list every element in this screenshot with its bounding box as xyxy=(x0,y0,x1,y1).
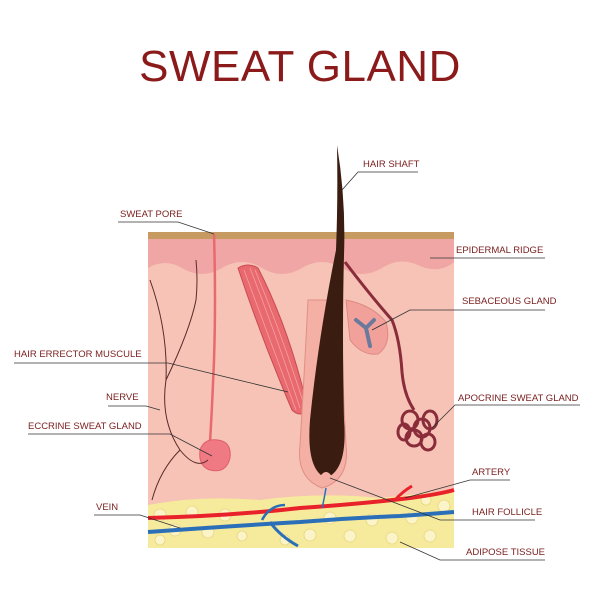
label-eccrine-sweat-gland: ECCRINE SWEAT GLAND xyxy=(28,421,142,432)
label-sebaceous-gland: SEBACEOUS GLAND xyxy=(462,296,557,307)
artery-branch xyxy=(393,484,413,501)
label-nerve: NERVE xyxy=(106,392,139,403)
nerve xyxy=(149,259,209,501)
leader-apocrine xyxy=(431,404,580,429)
leader-lines xyxy=(14,171,580,561)
label-hair-follicle: HAIR FOLLICLE xyxy=(472,507,543,518)
leader-nerve xyxy=(108,405,161,411)
capillary xyxy=(321,487,327,509)
page-title: SWEAT GLAND xyxy=(139,42,461,91)
adipose-tissue-layer xyxy=(148,490,454,548)
label-hair-erector-muscle: HAIR ERRECTOR MUSCULE xyxy=(14,349,142,360)
label-sweat-pore: SWEAT PORE xyxy=(120,209,183,220)
hair-shaft xyxy=(309,145,345,478)
leader-hair-follicle xyxy=(329,477,535,521)
vein-branch xyxy=(268,521,299,548)
sebaceous-duct xyxy=(354,318,376,348)
leader-adipose xyxy=(399,541,545,561)
leader-sebaceous xyxy=(371,309,545,331)
label-adipose-tissue: ADIPOSE TISSUE xyxy=(466,547,546,558)
label-vein: VEIN xyxy=(96,502,119,513)
apocrine-coil xyxy=(396,409,439,452)
eccrine-duct xyxy=(208,233,217,443)
stratum-corneum xyxy=(148,232,454,239)
eccrine-sweat-gland xyxy=(199,439,231,472)
label-apocrine-sweat-gland: APOCRINE SWEAT GLAND xyxy=(458,393,579,404)
leader-hair-shaft xyxy=(341,171,418,191)
label-artery: ARTERY xyxy=(472,467,511,478)
leader-sweat-pore xyxy=(118,221,215,235)
leader-artery xyxy=(404,479,510,499)
apocrine-duct xyxy=(343,261,416,411)
leader-vein xyxy=(94,514,181,529)
label-hair-shaft: HAIR SHAFT xyxy=(363,159,420,170)
epidermis-layer xyxy=(148,238,454,274)
artery xyxy=(147,488,455,520)
leader-eccrine xyxy=(28,433,213,457)
vein-branch-up xyxy=(260,503,286,521)
leader-erector xyxy=(14,362,289,393)
label-epidermal-ridge: EPIDERMAL RIDGE xyxy=(456,245,544,256)
vein xyxy=(147,510,455,534)
